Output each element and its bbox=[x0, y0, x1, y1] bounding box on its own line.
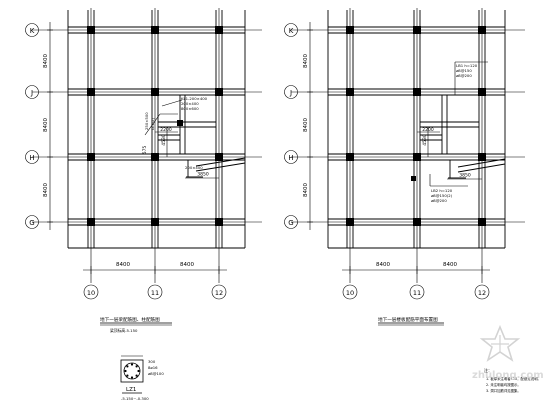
watermark-text: zhulong.com bbox=[472, 370, 544, 381]
dim-row-3: 8400 bbox=[303, 183, 309, 197]
note-4: 250×500 bbox=[144, 112, 149, 130]
grid-bubble-G: G bbox=[284, 215, 298, 229]
svg-text:G: G bbox=[288, 219, 293, 227]
grid-bubble-12: 12 bbox=[474, 284, 490, 300]
svg-text:K: K bbox=[289, 27, 294, 35]
dim-3850: 3850 bbox=[197, 172, 209, 178]
column-elevation: -5.150~-0.300 bbox=[121, 396, 149, 401]
svg-text:H: H bbox=[288, 154, 293, 162]
left-columns bbox=[87, 26, 223, 226]
note-6: 200×400 bbox=[185, 165, 203, 170]
right-columns bbox=[346, 26, 486, 226]
left-floor-plan: K J H G 8400 8400 8400 8400 8400 10 bbox=[25, 8, 262, 333]
note-2: 200×400 bbox=[181, 101, 199, 106]
grid-bubble-10: 10 bbox=[342, 284, 358, 300]
grid-bubble-K: K bbox=[25, 23, 39, 37]
grid-bubble-12: 12 bbox=[211, 284, 227, 300]
note-4: LB2 h=120 bbox=[431, 188, 453, 193]
right-annotations: 4530 3850 2200 LB1 h=120 ⌀8@150 ⌀8@200 L… bbox=[411, 61, 488, 203]
legend-line-3: 3. 洞口加筋详见图集。 bbox=[486, 388, 521, 393]
left-col-dimensions: 8400 8400 bbox=[83, 262, 227, 274]
grid-bubble-K: K bbox=[284, 23, 298, 37]
dim-row-3: 8400 bbox=[43, 183, 49, 197]
left-col-bubbles: 10 11 12 bbox=[83, 284, 227, 300]
dim-col-2: 8400 bbox=[180, 262, 194, 268]
svg-text:10: 10 bbox=[346, 289, 354, 297]
svg-text:H: H bbox=[29, 154, 34, 162]
legend-line-1: 1. 板厚未注明者120，配筋见说明。 bbox=[486, 376, 541, 381]
svg-text:K: K bbox=[30, 27, 35, 35]
grid-bubble-G: G bbox=[25, 215, 39, 229]
legend-heading: 注： bbox=[484, 367, 492, 373]
column-label: LZ1 bbox=[126, 387, 136, 393]
dim-4530: 4530 bbox=[161, 134, 167, 146]
dim-3850: 3850 bbox=[459, 173, 471, 179]
note-6: ⌀8@200 bbox=[431, 198, 447, 203]
left-plan-subtitle: 梁顶标高-5.150 bbox=[110, 328, 138, 333]
right-plan-title: 地下一层楼板配筋平面布置图 bbox=[378, 316, 438, 323]
grid-bubble-11: 11 bbox=[147, 284, 163, 300]
svg-text:J: J bbox=[289, 89, 292, 97]
column-detail-lz1: 300 8⌀16 ⌀8@100 LZ1 -5.150~-0.300 bbox=[120, 355, 164, 401]
zhulong-watermark: zhulong.com bbox=[472, 324, 544, 381]
dim-row-2: 8400 bbox=[303, 118, 309, 132]
note-3: ⌀8@200 bbox=[456, 73, 472, 78]
column-section bbox=[120, 359, 144, 383]
left-row-dimensions: 8400 8400 8400 bbox=[43, 22, 53, 230]
right-row-bubbles: K J H G bbox=[284, 23, 298, 229]
left-row-bubbles: K J H G bbox=[25, 23, 39, 229]
right-beams bbox=[327, 10, 506, 249]
legend-line-2: 2. 未注明者均按图示。 bbox=[486, 382, 521, 387]
svg-text:11: 11 bbox=[413, 289, 421, 297]
column-rebar-ties: ⌀8@100 bbox=[148, 371, 164, 376]
note-3: 800×600 bbox=[181, 106, 199, 111]
dim-row-1: 8400 bbox=[303, 54, 309, 68]
right-title-block: 地下一层楼板配筋平面布置图 bbox=[378, 316, 444, 326]
svg-text:10: 10 bbox=[87, 289, 95, 297]
note-2: ⌀8@150 bbox=[456, 68, 472, 73]
svg-text:12: 12 bbox=[215, 289, 223, 297]
right-col-dimensions: 8400 8400 bbox=[342, 262, 490, 274]
note-1: LB1 h=120 bbox=[456, 63, 478, 68]
dim-col-1: 8400 bbox=[376, 262, 390, 268]
note-5: LL1(2) bbox=[150, 117, 155, 130]
svg-text:J: J bbox=[30, 89, 33, 97]
dim-2200: 2200 bbox=[160, 127, 172, 133]
svg-text:G: G bbox=[29, 219, 34, 227]
right-floor-plan: K J H G 8400 8400 8400 8400 8400 10 11 1… bbox=[284, 8, 525, 326]
dim-2200: 2200 bbox=[422, 127, 434, 133]
left-title-block: 地下一层梁配筋图、柱配筋图 梁顶标高-5.150 bbox=[100, 316, 172, 333]
left-beams bbox=[67, 10, 246, 249]
watermark-logo-icon bbox=[479, 324, 521, 362]
note-1: KL1-200×400 bbox=[181, 96, 208, 101]
legend-notes: 注： 1. 板厚未注明者120，配筋见说明。 2. 未注明者均按图示。 3. 洞… bbox=[484, 367, 541, 393]
column-size: 300 bbox=[148, 359, 156, 364]
left-grid-lines bbox=[32, 8, 262, 283]
grid-bubble-J: J bbox=[284, 85, 298, 99]
grid-bubble-H: H bbox=[284, 150, 298, 164]
dim-col-1: 8400 bbox=[116, 262, 130, 268]
grid-bubble-10: 10 bbox=[83, 284, 99, 300]
left-plan-title: 地下一层梁配筋图、柱配筋图 bbox=[100, 316, 160, 323]
dim-4530: 4530 bbox=[422, 134, 428, 146]
grid-bubble-11: 11 bbox=[409, 284, 425, 300]
note-5: ⌀8@150(2) bbox=[431, 193, 453, 198]
dim-row-1: 8400 bbox=[43, 54, 49, 68]
dim-col-2: 8400 bbox=[443, 262, 457, 268]
right-row-dimensions: 8400 8400 8400 bbox=[303, 22, 313, 230]
grid-bubble-H: H bbox=[25, 150, 39, 164]
svg-text:12: 12 bbox=[478, 289, 486, 297]
svg-text:11: 11 bbox=[151, 289, 159, 297]
left-annotations: 4530 3850 2200 575 KL1-200×400 200×400 8… bbox=[142, 96, 219, 179]
column-rebar-main: 8⌀16 bbox=[148, 365, 158, 370]
dim-row-2: 8400 bbox=[43, 118, 49, 132]
right-col-bubbles: 10 11 12 bbox=[342, 284, 490, 300]
dim-575: 575 bbox=[142, 146, 148, 155]
right-grid-lines bbox=[291, 8, 525, 283]
grid-bubble-J: J bbox=[25, 85, 39, 99]
